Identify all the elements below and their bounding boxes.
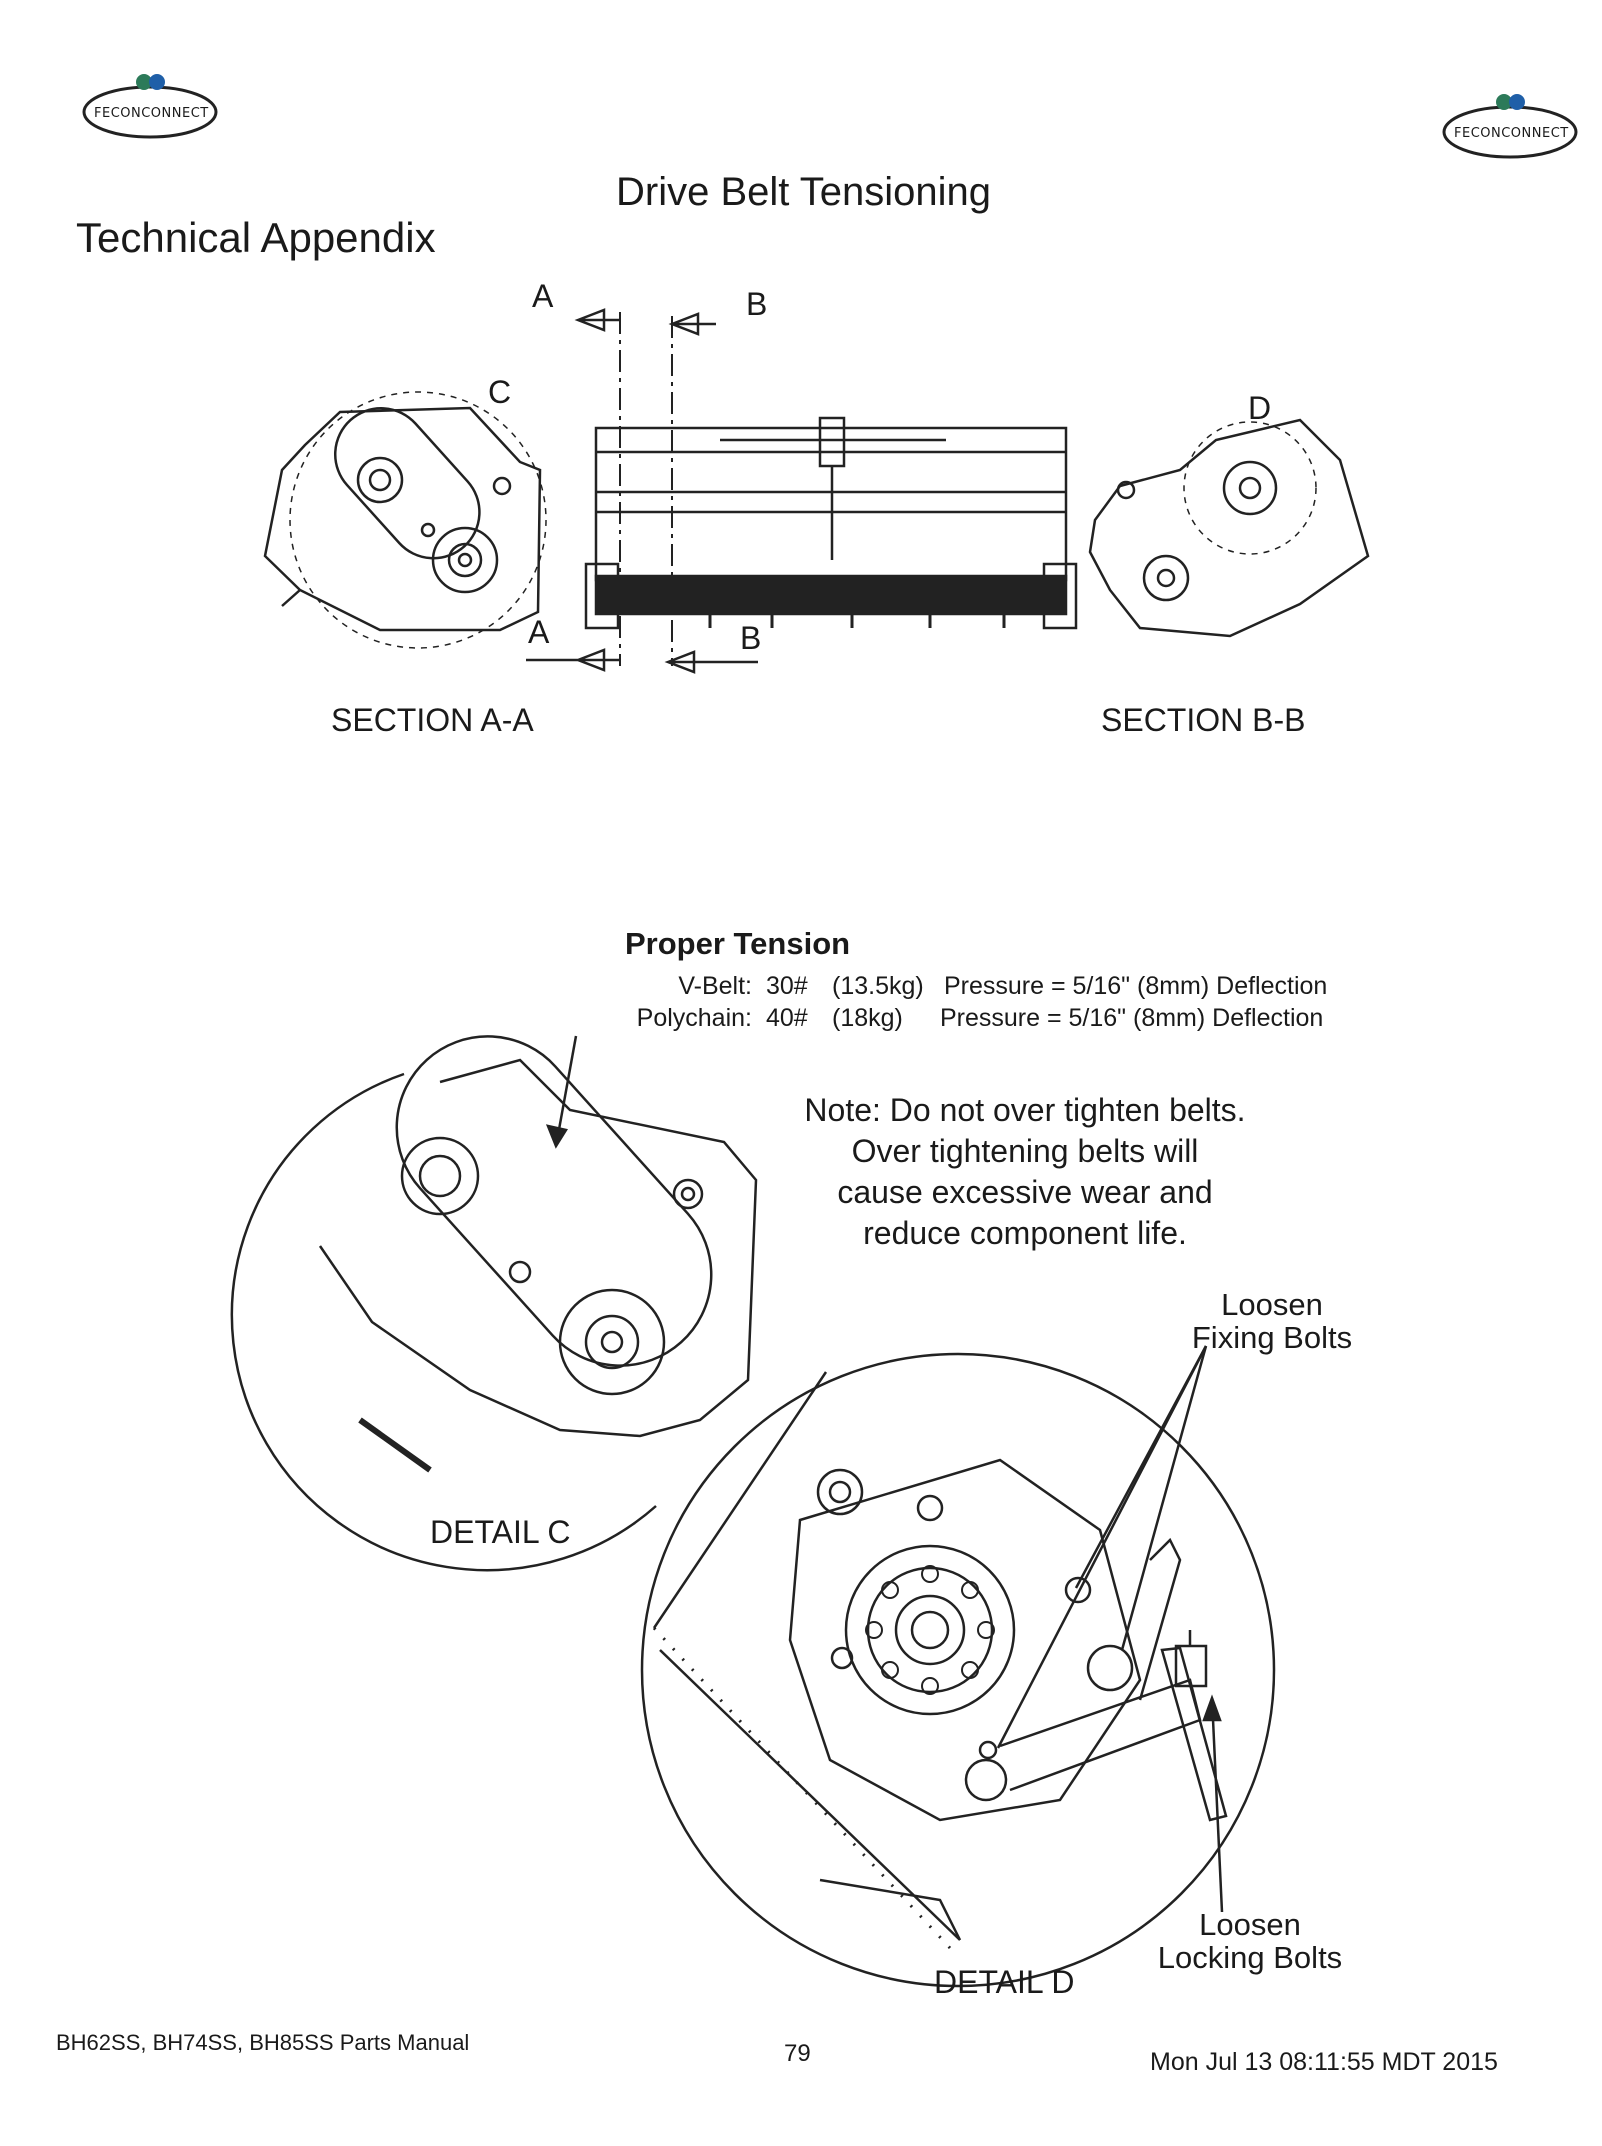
logo-text-right: FECONCONNECT <box>1454 126 1569 141</box>
cut-label-a-top: A <box>532 278 554 314</box>
detail-c-label: DETAIL C <box>430 1514 571 1550</box>
callout-line: Locking Bolts <box>1157 1940 1343 1975</box>
section-bb-label: SECTION B-B <box>1101 702 1306 738</box>
detail-c-marker: C <box>488 374 512 410</box>
manual-title-footer: BH62SS, BH74SS, BH85SS Parts Manual <box>56 2030 470 2055</box>
section-bb-housing-drawing <box>1088 418 1370 638</box>
detail-c-drawing <box>230 1035 758 1572</box>
note-line: reduce component life. <box>863 1215 1187 1251</box>
note-line: Over tightening belts will <box>851 1133 1199 1169</box>
note-line: Note: Do not over tighten belts. <box>804 1092 1246 1128</box>
detail-d-drawing <box>640 1345 1276 1988</box>
belt-type: Polychain: <box>636 1004 752 1032</box>
locking-bolts-callout: Loosen Locking Bolts <box>1130 1908 1370 1974</box>
fixing-bolts-callout: Loosen Fixing Bolts <box>1162 1288 1382 1354</box>
cut-label-b-top: B <box>746 286 768 322</box>
cut-label-b-bottom: B <box>740 620 762 656</box>
feconconnect-logo-right: FECONCONNECT <box>1440 88 1580 160</box>
proper-tension-heading: Proper Tension <box>625 926 851 961</box>
overtighten-note: Note: Do not over tighten belts. Over ti… <box>740 1090 1310 1254</box>
section-aa-label: SECTION A-A <box>331 702 534 738</box>
belt-weight: 30# <box>766 972 808 1000</box>
belt-weight: 40# <box>766 1004 808 1032</box>
belt-spec: Pressure = 5/16" (8mm) Deflection <box>944 972 1328 1000</box>
belt-metric: (13.5kg) <box>832 972 924 1000</box>
logo-mark-icon <box>82 74 218 139</box>
section-heading: Technical Appendix <box>76 214 436 261</box>
print-timestamp: Mon Jul 13 08:11:55 MDT 2015 <box>1150 2048 1498 2076</box>
callout-line: Loosen <box>1221 1287 1323 1322</box>
section-aa-housing-drawing <box>263 391 547 649</box>
callout-line: Loosen <box>1199 1907 1301 1942</box>
detail-d-marker: D <box>1248 390 1272 426</box>
belt-spec: Pressure = 5/16" (8mm) Deflection <box>940 1004 1324 1032</box>
feconconnect-logo-left: FECONCONNECT <box>80 68 220 140</box>
note-line: cause excessive wear and <box>837 1174 1213 1210</box>
detail-d-label: DETAIL D <box>934 1964 1075 2000</box>
logo-mark-icon <box>1442 94 1578 159</box>
belt-type: V-Belt: <box>678 972 752 1000</box>
cut-label-a-bottom: A <box>528 614 550 650</box>
side-view-drawing <box>526 308 1078 674</box>
page-number: 79 <box>784 2040 811 2067</box>
logo-text-left: FECONCONNECT <box>94 106 209 121</box>
belt-metric: (18kg) <box>832 1004 903 1032</box>
callout-line: Fixing Bolts <box>1191 1320 1353 1355</box>
page-title: Drive Belt Tensioning <box>616 170 992 214</box>
